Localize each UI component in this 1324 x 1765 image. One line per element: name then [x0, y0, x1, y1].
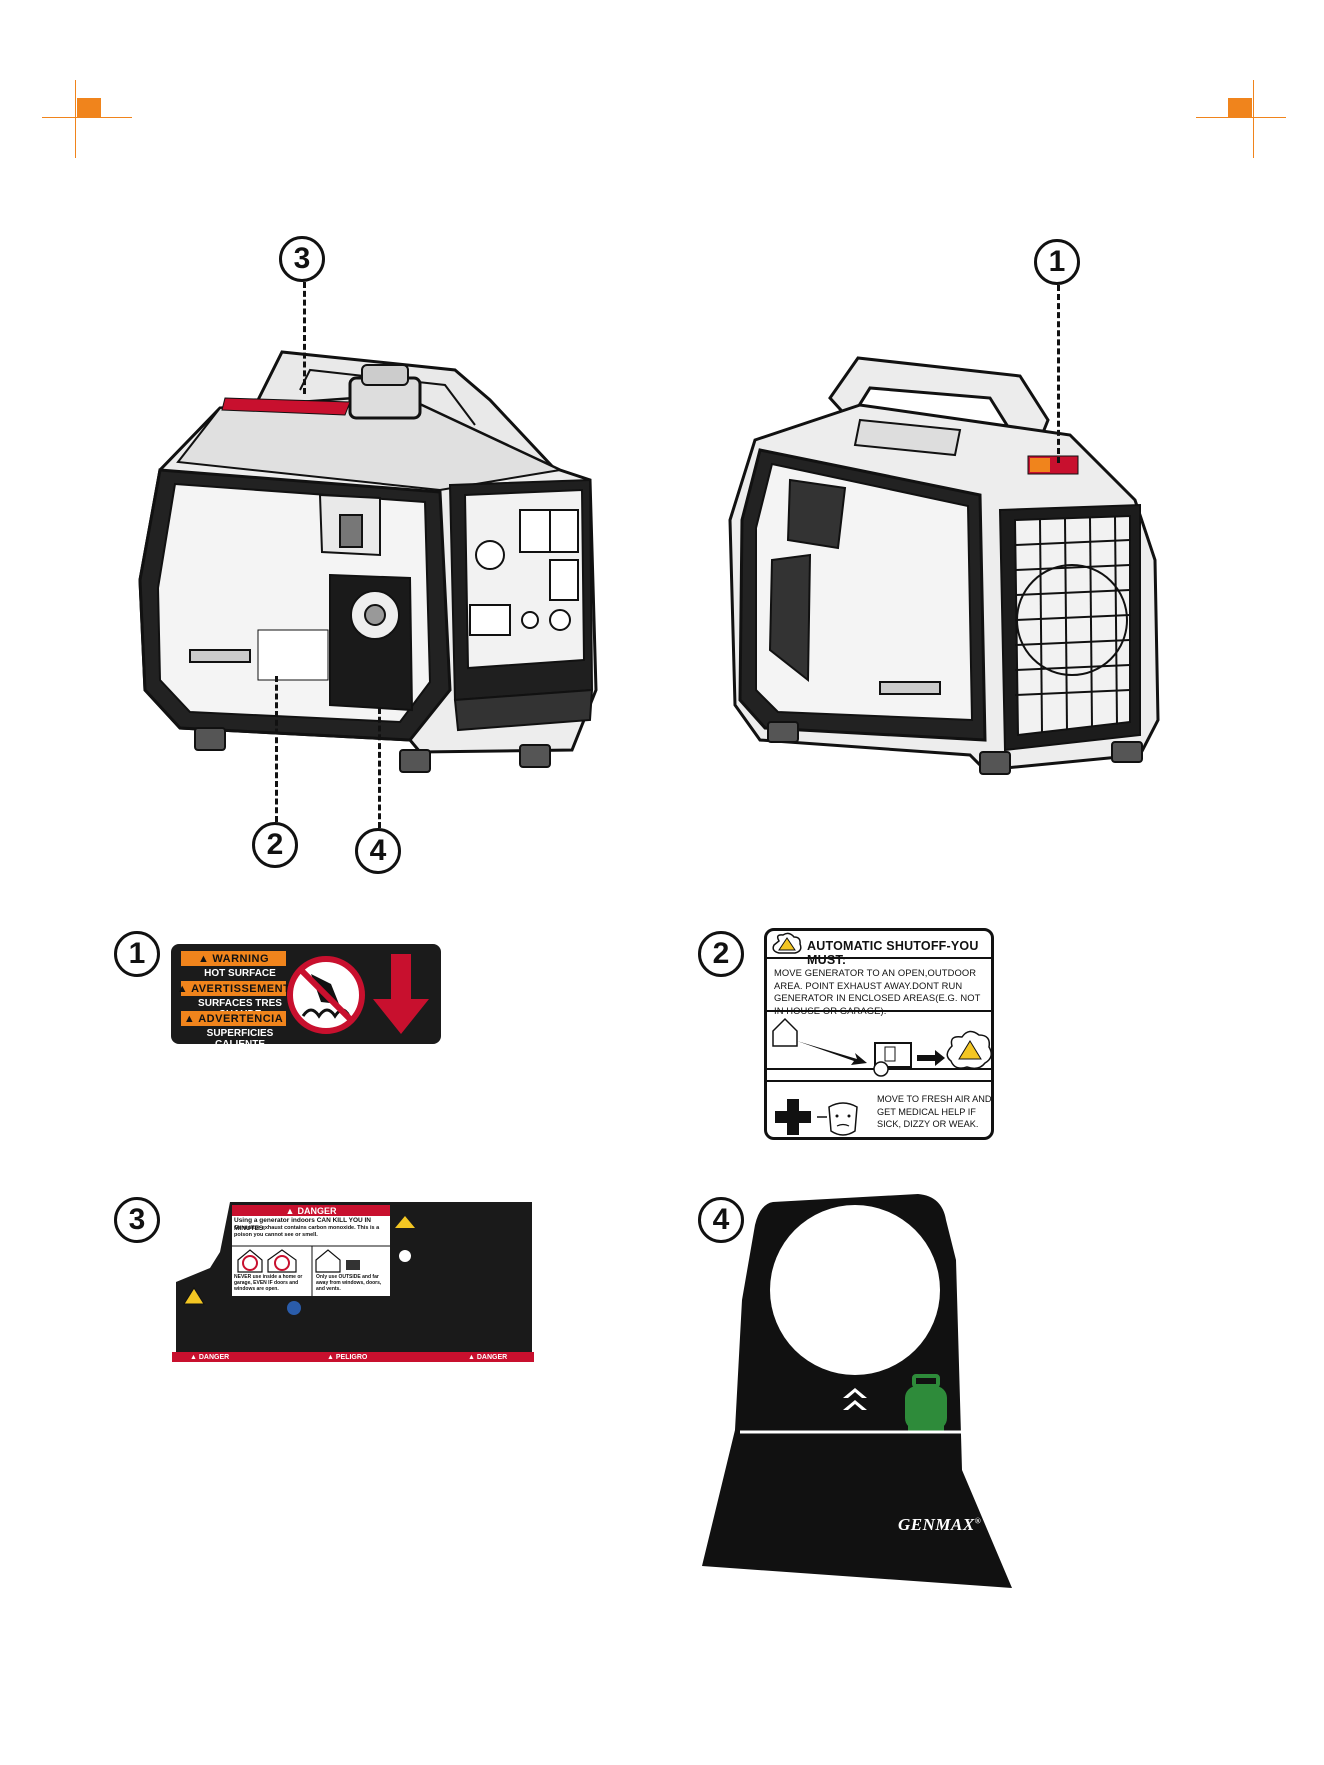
advertencia-sub: SUPERFICIES CALIENTE: [206, 1028, 274, 1044]
leader-line-4: [378, 708, 381, 828]
never-indoors-text: NEVER use inside a home or garage, EVEN …: [234, 1274, 303, 1292]
danger-pictograms: [232, 1245, 390, 1296]
callout-3-label: 3: [114, 1197, 160, 1243]
fuel-knob-opening: [770, 1205, 940, 1375]
house-icon: [772, 1017, 798, 1047]
avertissement-bar: ▲AVERTISSEMENT: [176, 981, 291, 996]
leader-line-1: [1057, 285, 1060, 463]
warning-sub: HOT SURFACE: [204, 968, 276, 979]
danger-headline: Using a generator indoors CAN KILL YOU I…: [234, 1217, 371, 1232]
generator-front-drawing: [138, 350, 598, 773]
callout-3-top: 3: [279, 236, 325, 282]
medical-instructions: MOVE TO FRESH AIR AND GET MEDICAL HELP I…: [877, 1094, 992, 1129]
dizzy-face-icon: [828, 1102, 858, 1136]
shutoff-instructions: MOVE GENERATOR TO AN OPEN,OUTDOOR AREA. …: [774, 967, 981, 1016]
hot-surface-graphics: [287, 954, 429, 1034]
footer-peligro: ▲ PELIGRO: [327, 1354, 368, 1361]
generator-back-drawing: [728, 356, 1160, 775]
leader-line-2: [275, 676, 278, 822]
warning-triangle-icon: [183, 1287, 205, 1305]
medical-cross-icon: [775, 1099, 811, 1135]
arrow-to-generator-icon: [797, 1041, 867, 1065]
footer-danger-right: ▲ DANGER: [468, 1354, 508, 1361]
genmax-logo: GENMAX®: [898, 1515, 982, 1534]
down-arrow-icon: [373, 954, 429, 1034]
advertencia-bar: ▲ADVERTENCIA: [181, 1011, 286, 1026]
hot-surface-label: ▲WARNING HOT SURFACE ▲AVERTISSEMENT SURF…: [171, 944, 441, 1044]
callout-4-label: 4: [698, 1197, 744, 1243]
no-smoking-icon: [399, 1250, 411, 1262]
chevron-up-icon: [843, 1388, 867, 1398]
automatic-shutoff-label: AUTOMATIC SHUTOFF-YOU MUST: MOVE GENERAT…: [764, 928, 994, 1140]
warning-bar: ▲WARNING: [181, 951, 286, 966]
callout-2-bottom: 2: [252, 822, 298, 868]
carbon-monoxide-danger-label: ▲DANGER Using a generator indoors CAN KI…: [172, 1196, 534, 1362]
callout-1-top: 1: [1034, 239, 1080, 285]
propane-tank-icon: [905, 1374, 947, 1432]
danger-header: ▲DANGER: [232, 1205, 390, 1216]
danger-content-box: Using a generator indoors CAN KILL YOU I…: [232, 1216, 390, 1296]
callout-1-label: 1: [114, 931, 160, 977]
callout-2-label: 2: [698, 931, 744, 977]
shutoff-graphics: [767, 932, 991, 1136]
warning-triangle-icon-2: [395, 1216, 415, 1228]
callout-4-bottom: 4: [355, 828, 401, 874]
danger-footer: [172, 1352, 534, 1362]
danger-subhead: Generator exhaust contains carbon monoxi…: [234, 1225, 380, 1238]
footer-danger-left: ▲ DANGER: [190, 1354, 230, 1361]
shutoff-title: AUTOMATIC SHUTOFF-YOU MUST:: [807, 939, 979, 967]
only-outside-text: Only use OUTSIDE and far away from windo…: [316, 1274, 382, 1292]
leader-line-3: [303, 282, 306, 394]
manual-icon: [287, 1301, 301, 1315]
